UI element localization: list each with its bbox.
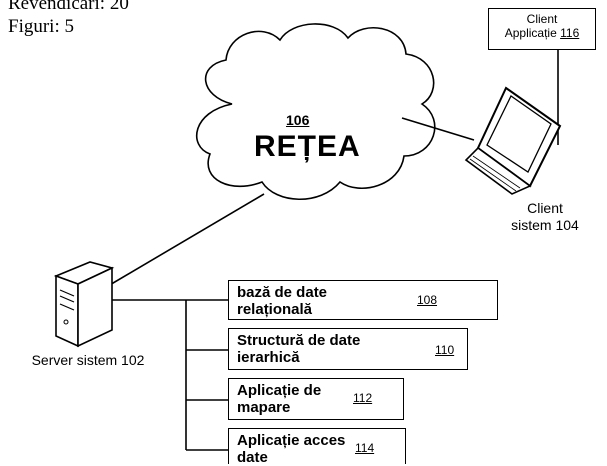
client-app-line2-group: Applicație 116 bbox=[489, 26, 595, 40]
component-label-line2: date bbox=[237, 449, 268, 466]
component-label-line1: Structură de date bbox=[237, 332, 361, 349]
component-number: 110 bbox=[435, 343, 455, 357]
client-application-box: Client Applicație 116 bbox=[488, 8, 596, 50]
client-system-line1: Client bbox=[527, 200, 563, 216]
network-label: REȚEA bbox=[254, 130, 361, 163]
component-box: Aplicație de mapare 112 bbox=[228, 378, 404, 420]
component-label-line2: mapare bbox=[237, 399, 291, 416]
component-label-line1: Aplicație de bbox=[237, 382, 322, 399]
server-caption: Server sistem 102 bbox=[31, 352, 145, 368]
component-label-line1: Aplicație acces bbox=[237, 432, 346, 449]
laptop-icon bbox=[464, 86, 562, 195]
server-icon bbox=[53, 261, 115, 348]
component-box: Aplicație acces date 114 bbox=[228, 428, 406, 466]
claims-count: Revendicări: 20 bbox=[8, 0, 129, 14]
network-number: 106 bbox=[286, 112, 310, 128]
component-label: Aplicație acces date bbox=[237, 432, 345, 466]
client-app-line2: Applicație bbox=[504, 26, 557, 40]
client-system-line2: sistem 104 bbox=[511, 217, 579, 233]
component-label-line2: relațională bbox=[237, 301, 313, 318]
component-number: 112 bbox=[353, 391, 373, 405]
network-cloud bbox=[195, 23, 436, 200]
component-label-line1: bază de date bbox=[237, 284, 328, 301]
figures-count: Figuri: 5 bbox=[8, 16, 74, 37]
component-label: Structură de date ierarhică bbox=[237, 332, 360, 366]
client-app-line1: Client bbox=[526, 12, 558, 26]
component-number: 108 bbox=[417, 293, 438, 307]
component-label-line2: ierarhică bbox=[237, 349, 300, 366]
component-number: 114 bbox=[355, 441, 375, 455]
component-box: Structură de date ierarhică 110 bbox=[228, 328, 468, 370]
component-label: Aplicație de mapare bbox=[237, 382, 321, 416]
client-system-caption: Client sistem 104 bbox=[510, 200, 580, 234]
component-box: bază de date relațională 108 bbox=[228, 280, 498, 320]
component-label: bază de date relațională bbox=[237, 284, 327, 318]
client-app-number: 116 bbox=[560, 26, 580, 40]
